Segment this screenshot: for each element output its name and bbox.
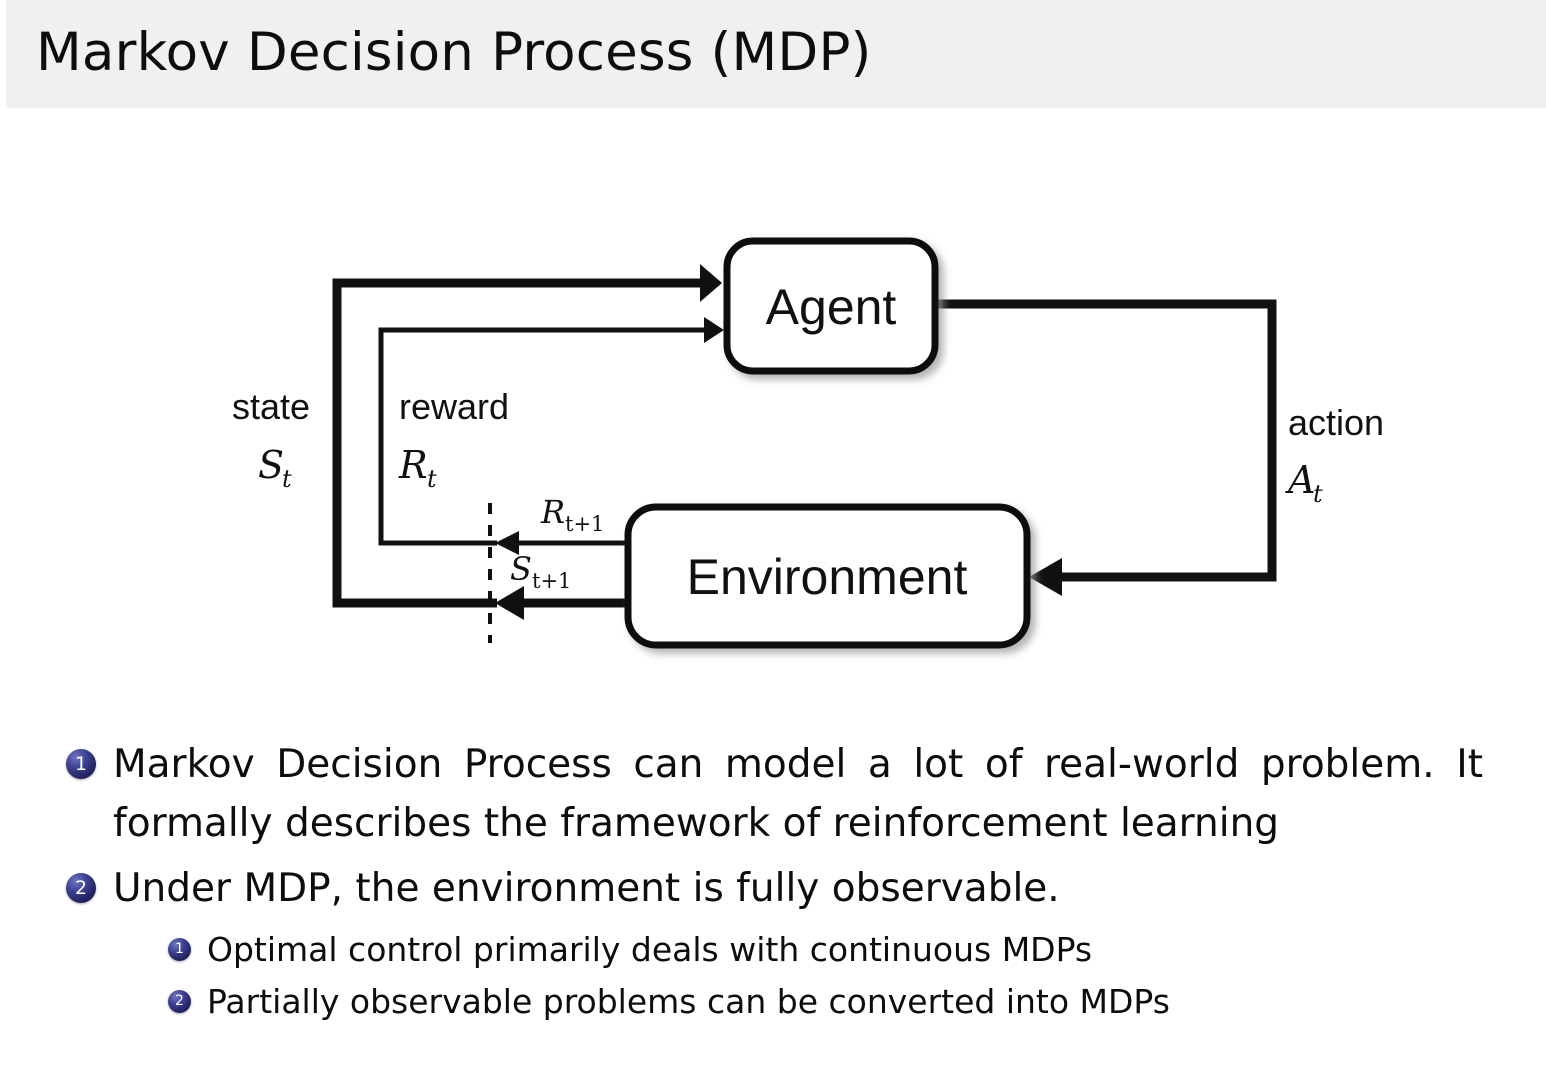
reward-label: reward R t [398, 386, 509, 493]
action-label-symbol: A [1285, 458, 1315, 502]
next-state-arrow [495, 586, 628, 620]
environment-box: Environment [624, 503, 1031, 649]
environment-box-label: Environment [687, 549, 968, 605]
action-path [935, 299, 1277, 596]
bullet-marker-2: 2 [66, 873, 96, 903]
state-label-symbol: S [258, 443, 284, 487]
action-label: action A t [1285, 402, 1384, 508]
action-label-symbol-subscript: t [1313, 480, 1323, 508]
state-label-word: state [232, 386, 310, 427]
next-reward-subscript: t+1 [565, 512, 604, 536]
next-reward-symbol: R [540, 493, 565, 531]
list-item: 1 Markov Decision Process can model a lo… [0, 735, 1546, 853]
page-title: Markov Decision Process (MDP) [36, 22, 872, 83]
next-state-subscript: t+1 [532, 569, 571, 593]
sub-bullet-marker-1: 1 [168, 938, 191, 961]
reward-feedback-path [378, 317, 724, 546]
reward-label-symbol-subscript: t [427, 465, 437, 493]
slide-header-band: Markov Decision Process (MDP) [6, 0, 1546, 108]
list-item: 2 Under MDP, the environment is fully ob… [0, 859, 1546, 918]
state-feedback-path [332, 264, 722, 608]
action-label-word: action [1288, 402, 1384, 443]
agent-box: Agent [723, 237, 939, 375]
sub-bullet-text: Partially observable problems can be con… [207, 982, 1170, 1021]
bullet-list: 1 Markov Decision Process can model a lo… [0, 735, 1546, 1028]
next-reward-arrow [495, 531, 628, 555]
bullet-text: Markov Decision Process can model a lot … [113, 742, 1483, 846]
bullet-text: Under MDP, the environment is fully obse… [113, 866, 1060, 911]
sub-list-item: 1 Optimal control primarily deals with c… [0, 924, 1546, 976]
next-state-label: S t+1 [510, 550, 571, 593]
agent-box-label: Agent [766, 279, 897, 335]
sub-bullet-text: Optimal control primarily deals with con… [207, 930, 1093, 969]
next-reward-label: R t+1 [540, 493, 604, 536]
sub-bullet-marker-2: 2 [168, 990, 191, 1013]
reward-label-word: reward [399, 386, 509, 427]
reward-label-symbol: R [398, 443, 428, 487]
bullet-marker-1: 1 [66, 749, 96, 779]
mdp-agent-environment-diagram: Agent Environment state S t reward R t a… [0, 108, 1546, 708]
next-state-symbol: S [510, 550, 532, 588]
sub-list-item: 2 Partially observable problems can be c… [0, 976, 1546, 1028]
state-label-symbol-subscript: t [282, 465, 292, 493]
state-label: state S t [232, 386, 310, 493]
